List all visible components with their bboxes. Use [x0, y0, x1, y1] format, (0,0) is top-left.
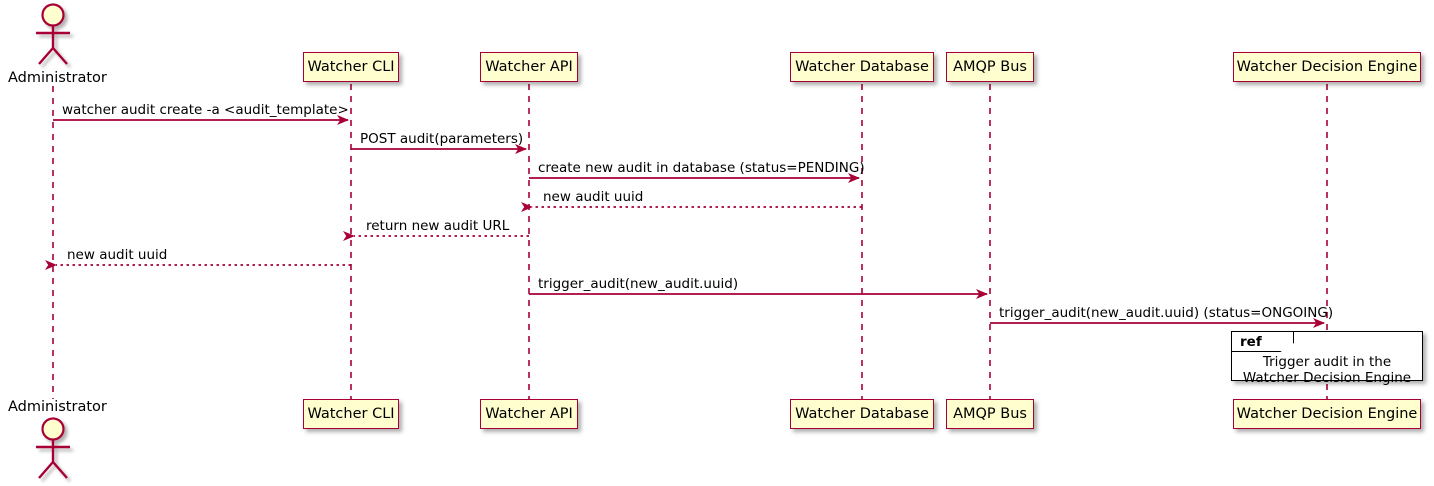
participant-label: Watcher Database — [795, 405, 929, 422]
ref-fragment-operator-label: ref — [1232, 332, 1294, 352]
ref-fragment-body: Trigger audit in the Watcher Decision En… — [1232, 354, 1422, 386]
message-label-m4: new audit uuid — [543, 189, 644, 205]
message-label-m2: POST audit(parameters) — [360, 131, 524, 147]
participant-box-watcher-api-top[interactable]: Watcher API — [480, 52, 578, 82]
message-label-m5: return new audit URL — [366, 218, 510, 234]
participant-box-watcher-database-bottom[interactable]: Watcher Database — [790, 399, 934, 429]
participant-box-watcher-decision-engine-top[interactable]: Watcher Decision Engine — [1233, 52, 1421, 82]
actor-label-administrator-bottom: Administrator — [8, 399, 107, 415]
participant-box-watcher-api-bottom[interactable]: Watcher API — [480, 399, 578, 429]
participant-label: Watcher API — [485, 405, 573, 422]
participant-label: Watcher CLI — [307, 58, 395, 75]
participant-label: Watcher CLI — [307, 405, 395, 422]
ref-fragment-line-2: Watcher Decision Engine — [1242, 370, 1412, 386]
participant-label: Watcher API — [485, 58, 573, 75]
actor-glyph-bottom — [36, 417, 70, 479]
participant-label: AMQP Bus — [953, 58, 1027, 75]
participant-box-watcher-cli-top[interactable]: Watcher CLI — [303, 52, 399, 82]
participant-box-watcher-database-top[interactable]: Watcher Database — [790, 52, 934, 82]
participant-label: Watcher Decision Engine — [1236, 58, 1418, 75]
message-arrows — [45, 115, 1325, 328]
actor-glyph-top — [36, 3, 70, 65]
participant-box-watcher-cli-bottom[interactable]: Watcher CLI — [303, 399, 399, 429]
lifelines — [52, 84, 1328, 399]
actor-label-administrator-top: Administrator — [8, 70, 107, 86]
message-label-m1: watcher audit create -a <audit_template> — [62, 102, 349, 118]
message-label-m7: trigger_audit(new_audit.uuid) — [538, 276, 739, 292]
ref-fragment-line-1: Trigger audit in the — [1262, 354, 1392, 370]
participant-box-amqp-bus-top[interactable]: AMQP Bus — [946, 52, 1034, 82]
participant-box-watcher-decision-engine-bottom[interactable]: Watcher Decision Engine — [1233, 399, 1421, 429]
ref-fragment: ref Trigger audit in the Watcher Decisio… — [1231, 331, 1423, 386]
message-label-m6: new audit uuid — [67, 247, 168, 263]
participant-label: AMQP Bus — [953, 405, 1027, 422]
participant-label: Watcher Database — [795, 58, 929, 75]
message-label-m8: trigger_audit(new_audit.uuid) (status=ON… — [999, 305, 1334, 321]
participant-box-amqp-bus-bottom[interactable]: AMQP Bus — [946, 399, 1034, 429]
message-label-m3: create new audit in database (status=PEN… — [538, 160, 865, 176]
participant-label: Watcher Decision Engine — [1236, 405, 1418, 422]
